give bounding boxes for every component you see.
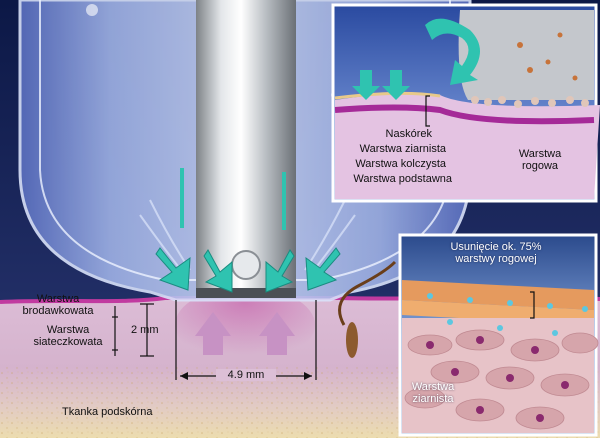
- label-reticular-line-2: siateczkowata: [33, 336, 103, 348]
- label-basal-layer: Warstwa podstawna: [353, 173, 452, 185]
- label-epidermis: Naskórek: [385, 128, 432, 140]
- label-papillary: Warstwa brodawkowata: [12, 293, 104, 317]
- flow-arrow-icon: [155, 168, 341, 293]
- label-stratum-corneum-line-1: Warstwa: [518, 148, 562, 160]
- label-width: 4.9 mm: [216, 369, 276, 381]
- label-granular-layer: Warstwa ziarnista: [359, 143, 446, 155]
- label-removal-line-1: Usunięcie ok. 75%: [450, 241, 542, 253]
- inset-top: [331, 3, 600, 203]
- nozzle-tip: [231, 250, 261, 280]
- nozzle-tube: [196, 0, 296, 298]
- skin-pull-arrow-icon: [195, 312, 295, 355]
- label-granular-inset-line-2: ziarnista: [412, 393, 454, 405]
- label-granular-inset-line-1: Warstwa: [411, 381, 455, 393]
- inset-arrow-icon: [352, 18, 480, 100]
- hair-follicle: [338, 260, 397, 358]
- label-papillary-line-2: brodawkowata: [22, 305, 94, 317]
- inset-bottom: [398, 233, 599, 437]
- label-stratum-corneum-line-2: rogowa: [521, 160, 559, 172]
- label-reticular-line-1: Warstwa: [46, 324, 90, 336]
- label-removal-line-2: warstwy rogowej: [455, 253, 537, 265]
- label-subcutis: Tkanka podskórna: [62, 406, 153, 418]
- label-spinous-layer: Warstwa kolczysta: [355, 158, 446, 170]
- label-papillary-line-1: Warstwa: [36, 293, 80, 305]
- label-depth: 2 mm: [131, 324, 159, 336]
- label-stratum-corneum: Warstwa rogowa: [508, 148, 572, 172]
- label-removal: Usunięcie ok. 75% warstwy rogowej: [432, 241, 560, 265]
- label-reticular: Warstwa siateczkowata: [28, 324, 108, 348]
- label-granular-inset: Warstwa ziarnista: [406, 381, 460, 405]
